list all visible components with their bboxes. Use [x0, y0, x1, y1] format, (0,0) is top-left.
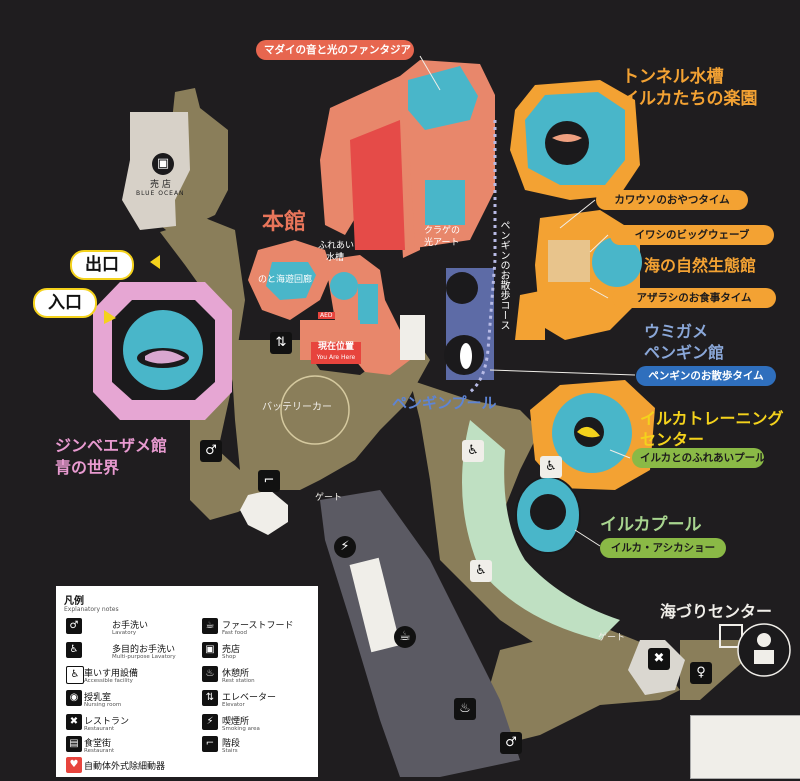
stairs-icon: ⌐ [258, 470, 280, 492]
legend-title: 凡例 [64, 596, 84, 607]
road-strip [349, 557, 401, 653]
stairs-icon: ⌐ [202, 736, 218, 752]
tunnel-tank-core [545, 121, 589, 165]
kurage-label-1: クラゲの [424, 226, 461, 236]
madai-pill: マダイの音と光のファンタジア [256, 40, 414, 60]
fishing-center-title: 海づりセンター [660, 602, 773, 621]
toilet-icon: ♂ [66, 618, 82, 634]
restaurant-icon: ✖ [66, 714, 82, 730]
toilet-icon: ♀ [690, 662, 712, 684]
nursing-icon: ◉ [66, 690, 82, 706]
fastfood-icon: ☕ [394, 626, 416, 648]
sardine-pill: イワシのビッグウェーブ [610, 225, 774, 245]
walkway-central [230, 340, 430, 490]
dolphin-pool-title: イルカプール [600, 515, 702, 535]
whale-shark-title-2: 青の世界 [55, 458, 120, 477]
dolphin-show-pill: イルカ・アシカショー [600, 538, 726, 558]
wheelchair-icon: ♿ [540, 456, 562, 478]
penguin-walk-path [469, 120, 497, 394]
penguin-walk-pill: ペンギンのお散歩タイム [636, 366, 776, 386]
gate-label-1: ゲート [315, 493, 343, 503]
whale-shark-title-1: ジンベエザメ館 [55, 436, 168, 455]
kurage-label-2: 光アート [424, 238, 460, 248]
dolphin-paradise-title: イルカたちの楽園 [622, 89, 758, 109]
shop-label: 売 店 [150, 180, 171, 190]
aed-icon: ♥ [66, 757, 82, 773]
toilet-icon: ♂ [500, 732, 522, 754]
dolphin-training-title-1: イルカトレーニング [640, 409, 784, 428]
battery-car-track [280, 375, 350, 445]
penguin-walk-course-label: ペンギンのお散歩コース [498, 220, 509, 330]
wheelchair-icon: ♿ [66, 666, 84, 684]
shop-icon: ▣ [202, 642, 218, 658]
dolphin-training-title-2: センター [640, 430, 705, 449]
smoking-icon: ⚡ [334, 536, 356, 558]
penguin-pool-title: ペンギンプール [392, 394, 497, 412]
entrance-label: 入口 [33, 288, 97, 318]
walkway-fishing [680, 640, 745, 700]
seal-pill: アザラシのお食事タイム [612, 288, 776, 308]
elevator-icon: ⇅ [202, 690, 218, 706]
legend-item: 自動体外式除細動器 [84, 762, 166, 772]
aed-label: AED [318, 312, 335, 319]
gate-label-2: ゲート [598, 633, 626, 643]
rest-icon: ♨ [454, 698, 476, 720]
entrance-arrow [104, 310, 116, 324]
restaurant-icon: ✖ [648, 648, 670, 670]
smoking-icon: ⚡ [202, 714, 218, 730]
fureai-label-1: ふれあい [318, 241, 355, 251]
wheelchair-icon: ♿ [470, 560, 492, 582]
notice-sheet [690, 715, 800, 779]
sardine-pool [592, 237, 642, 287]
sea-ecology-title: 海の自然生態館 [644, 256, 757, 275]
turtle-penguin-title-2: ペンギン館 [644, 343, 725, 362]
exit-label: 出口 [70, 250, 134, 280]
elevator-icon: ⇅ [270, 332, 292, 354]
fastfood-icon: ☕ [202, 618, 218, 634]
exit-arrow [150, 255, 160, 269]
noto-kaiyu-label: のと海遊回廊 [258, 275, 313, 285]
fureai-label-2: 水槽 [326, 253, 345, 263]
blue-ocean-label: BLUE OCEAN [136, 190, 185, 197]
you-are-here-en: You Are Here [316, 354, 356, 361]
food-court-icon: ▤ [66, 736, 82, 752]
you-are-here-jp: 現在位置 [317, 342, 354, 352]
shop-icon: ▣ [152, 153, 174, 175]
multipurpose-toilet-icon: ♿ [66, 642, 82, 658]
south-restroom-building [240, 490, 288, 535]
wheelchair-icon: ♿ [462, 440, 484, 462]
otter-pill: カワウソのおやつタイム [596, 190, 748, 210]
dolphin-fureai-pill: イルカとのふれあいプール [632, 448, 766, 468]
legend-subtitle: Explanatory notes [64, 606, 119, 613]
honkan-title: 本館 [262, 210, 307, 235]
battery-car-label: バッテリーカー [262, 402, 332, 413]
rest-icon: ♨ [202, 666, 218, 682]
toilet-icon: ♂ [200, 440, 222, 462]
turtle-penguin-title-1: ウミガメ [644, 322, 709, 341]
tunnel-tank-title: トンネル水槽 [622, 67, 724, 87]
you-are-here-marker: 現在位置 You Are Here [311, 342, 361, 364]
dolphin-stadium [462, 420, 620, 640]
